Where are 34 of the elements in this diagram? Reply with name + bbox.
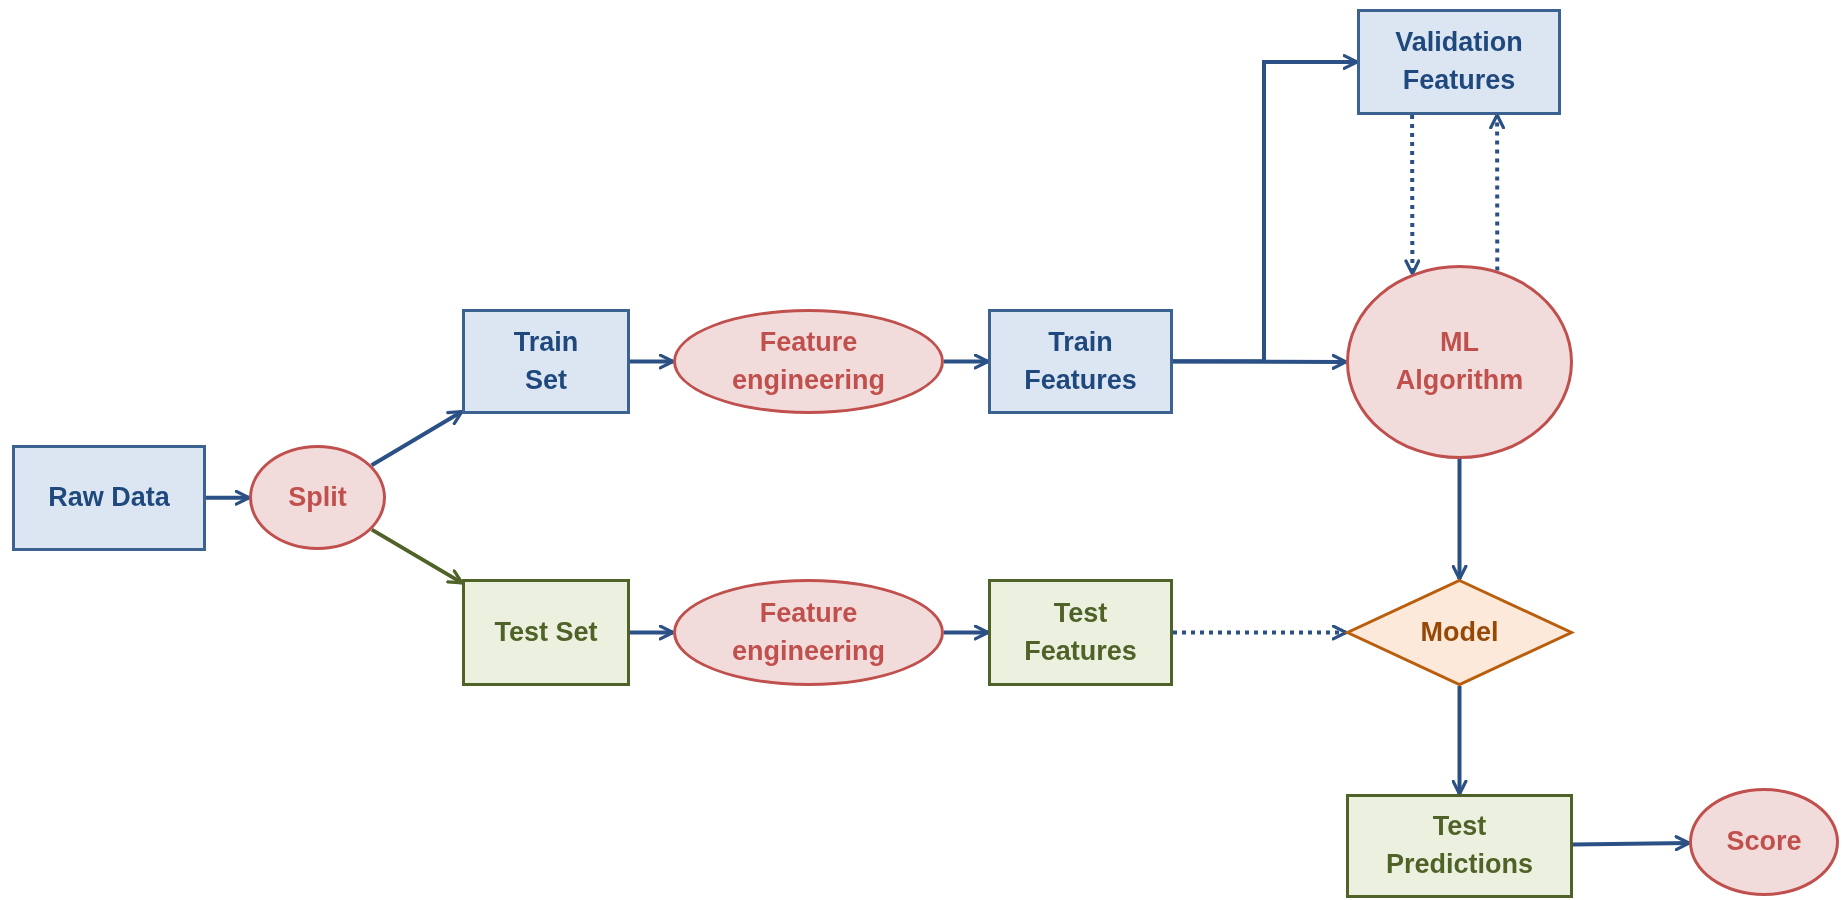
node-label: Feature engineering	[731, 325, 886, 397]
node-label: Train Features	[1023, 325, 1138, 397]
process-box	[1357, 9, 1561, 115]
arrow	[370, 527, 464, 585]
node-label: ML Algorithm	[1394, 326, 1525, 397]
arrow	[1451, 686, 1468, 796]
node-label: Test Predictions	[1384, 810, 1534, 881]
arrow	[630, 624, 675, 641]
node-label: Model	[1420, 615, 1499, 649]
arrow	[1572, 835, 1691, 852]
arrow	[944, 353, 990, 370]
process-box	[988, 309, 1173, 414]
arrow	[1173, 353, 1348, 370]
process-box	[12, 445, 206, 551]
arrow	[1404, 115, 1421, 276]
node-label: Split	[288, 480, 347, 514]
arrow	[944, 624, 990, 641]
node-label: Train Set	[512, 325, 580, 397]
node-label: Validation Features	[1394, 26, 1524, 97]
node-label: Test Features	[1023, 596, 1138, 668]
node-label: Score	[1726, 825, 1802, 859]
process-box	[1346, 794, 1573, 898]
arrow	[1451, 459, 1468, 581]
node-label: Raw Data	[48, 481, 170, 515]
arrow	[630, 353, 675, 370]
decision-diamond	[1346, 579, 1573, 686]
arrow	[1173, 624, 1348, 641]
process-box	[988, 579, 1173, 686]
process-box	[462, 309, 630, 414]
arrow	[206, 489, 251, 506]
node-label: Feature engineering	[731, 596, 886, 668]
process-box	[462, 579, 630, 686]
arrow	[370, 409, 464, 467]
node-label: Test Set	[494, 615, 598, 649]
